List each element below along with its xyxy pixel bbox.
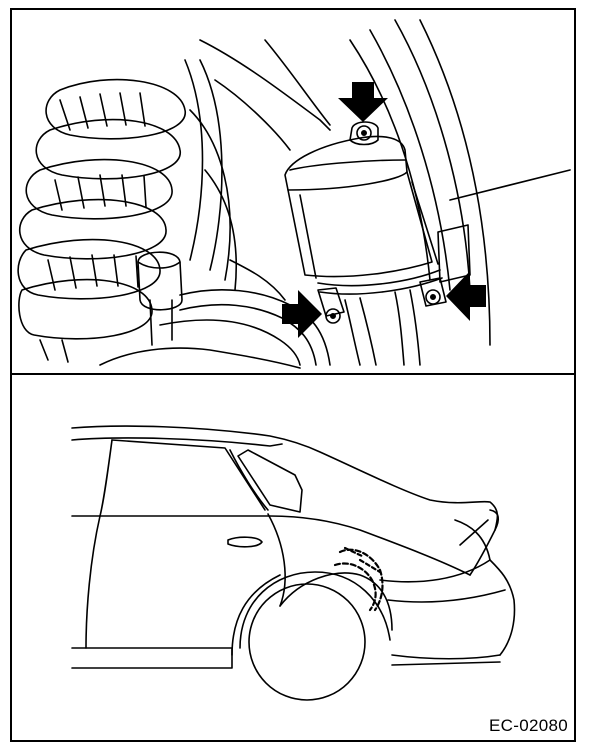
strut-body [137, 59, 223, 346]
arrow-right-icon [282, 290, 322, 338]
figure-frame [10, 8, 576, 742]
coil-spring [17, 78, 186, 363]
body-panels [189, 19, 571, 346]
hoses [99, 289, 421, 369]
car-side-view [71, 425, 516, 701]
canister [284, 135, 443, 295]
figure-code: EC-02080 [489, 716, 568, 735]
mounting-bolts [317, 121, 447, 324]
arrow-down-icon [338, 82, 388, 122]
panel-divider [10, 373, 576, 375]
arrow-left-icon [446, 271, 486, 321]
callout-arrows [282, 82, 486, 338]
top-bolt-icon [356, 125, 372, 141]
